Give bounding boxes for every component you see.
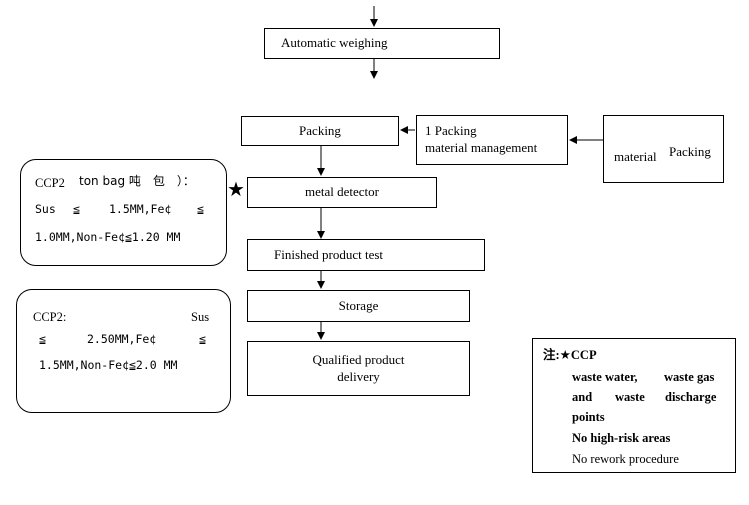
step-storage-label: Storage	[338, 297, 379, 313]
step-automatic-weighing-label: Automatic weighing	[281, 35, 388, 51]
step-automatic-weighing: Automatic weighing	[264, 28, 500, 59]
step-finished-product-test-label: Finished product test	[274, 246, 384, 262]
ccp-note-ton-bag-title: ton bag 吨 包 ）：	[79, 174, 195, 188]
ccp-note-storage: CCP2: Sus ≦ 2.50MM,Fe¢ ≦ 1.5MM,Non-Fe¢≦2…	[16, 289, 231, 413]
legend-waste: waste	[615, 390, 645, 404]
packing-material-word1: material	[614, 149, 657, 164]
ccp-note-storage-code: CCP2:	[33, 310, 67, 324]
ccp-note-storage-sus: Sus	[191, 310, 210, 324]
step-storage: Storage	[247, 290, 470, 322]
legend-box: 注:★CCP waste water, waste gas and waste …	[532, 338, 736, 473]
ccp-note-ton-bag-nonfe: 1.0MM,Non-Fe¢≦1.20 MM	[35, 230, 181, 244]
packing-material-management: 1 Packing material management	[416, 115, 568, 165]
ccp-note-storage-le1: ≦	[39, 332, 46, 346]
legend-prefix: 注:	[543, 348, 560, 362]
legend-ccp: CCP	[570, 348, 597, 362]
step-delivery-line2: delivery	[337, 368, 380, 384]
step-packing-label: Packing	[299, 122, 341, 138]
ccp-note-ton-bag-le2: ≦	[197, 202, 204, 216]
ccp-star-marker: ★	[227, 177, 245, 201]
legend-points: points	[572, 410, 605, 424]
ccp-note-storage-fe: 2.50MM,Fe¢	[87, 332, 157, 346]
ccp-note-storage-nonfe: 1.5MM,Non-Fe¢≦2.0 MM	[39, 358, 178, 372]
ccp-note-ton-bag: CCP2 ton bag 吨 包 ）： Sus ≦ 1.5MM,Fe¢ ≦ 1.…	[20, 159, 227, 266]
packing-material-source: material Packing	[603, 115, 724, 183]
ccp-note-ton-bag-sus: Sus	[35, 202, 56, 216]
step-metal-detector: metal detector	[247, 177, 437, 208]
legend-and: and	[572, 390, 593, 404]
ccp-note-ton-bag-code: CCP2	[35, 176, 65, 190]
ccp-note-ton-bag-le1: ≦	[73, 202, 80, 216]
ccp-note-storage-le2: ≦	[199, 332, 206, 346]
legend-star-icon: ★	[559, 347, 571, 362]
step-delivery-line1: Qualified product	[312, 351, 405, 367]
packing-material-word2: Packing	[669, 144, 711, 159]
ccp-note-ton-bag-fe: 1.5MM,Fe¢	[109, 202, 172, 216]
packing-material-management-line1: 1 Packing	[425, 123, 477, 138]
legend-no-rework: No rework procedure	[572, 452, 679, 466]
step-qualified-product-delivery: Qualified product delivery	[247, 341, 470, 396]
step-metal-detector-label: metal detector	[305, 184, 379, 200]
legend-ccp-row: 注:★CCP	[543, 347, 597, 363]
step-packing: Packing	[241, 116, 399, 146]
legend-waste-gas: waste gas	[664, 370, 715, 384]
legend-no-high-risk: No high-risk areas	[572, 431, 671, 445]
step-finished-product-test: Finished product test	[247, 239, 485, 271]
legend-discharge: discharge	[665, 390, 717, 404]
legend-waste-water: waste water,	[572, 370, 638, 384]
packing-material-management-line2: material management	[425, 139, 538, 155]
